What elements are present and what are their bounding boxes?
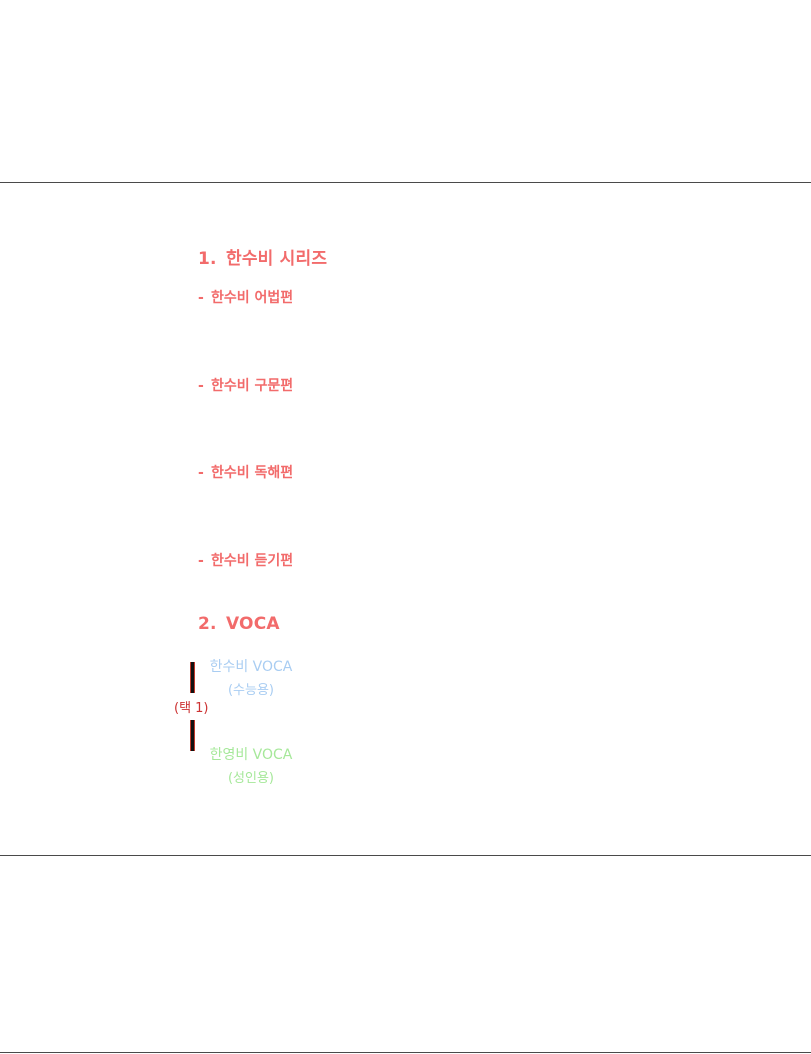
list-item-grammar: -한수비 어법편	[198, 287, 293, 307]
list-item-listening: -한수비 듣기편	[198, 550, 293, 570]
section-number: 1.	[198, 249, 217, 269]
list-item-label: 한수비 독해편	[211, 465, 294, 481]
divider-top	[0, 182, 811, 183]
bracket-bar-top	[190, 662, 195, 693]
list-dash: -	[198, 378, 204, 394]
section-title-series: 1. 한수비 시리즈	[198, 244, 327, 269]
list-item-reading: -한수비 독해편	[198, 462, 293, 482]
voca-option-suneung-sub: (수능용)	[227, 683, 275, 698]
list-dash: -	[198, 290, 204, 306]
voca-option-adult-name: 한영비 VOCA	[209, 747, 293, 763]
divider-bottom	[0, 1052, 811, 1053]
section-title-text: 한수비 시리즈	[226, 249, 328, 269]
divider-middle	[0, 855, 811, 856]
pick-one-label: (택 1)	[174, 701, 209, 716]
list-dash: -	[198, 465, 204, 481]
list-item-label: 한수비 구문편	[211, 378, 294, 394]
section-number: 2.	[198, 614, 217, 634]
list-item-syntax: -한수비 구문편	[198, 375, 293, 395]
list-dash: -	[198, 553, 204, 569]
voca-option-adult-sub: (성인용)	[227, 771, 275, 786]
list-item-label: 한수비 어법편	[211, 290, 294, 306]
section-title-voca: 2. VOCA	[198, 614, 280, 634]
list-item-label: 한수비 듣기편	[211, 553, 294, 569]
voca-option-suneung-name: 한수비 VOCA	[209, 659, 293, 675]
section-title-text: VOCA	[226, 614, 280, 634]
bracket-bar-bottom	[190, 720, 195, 751]
